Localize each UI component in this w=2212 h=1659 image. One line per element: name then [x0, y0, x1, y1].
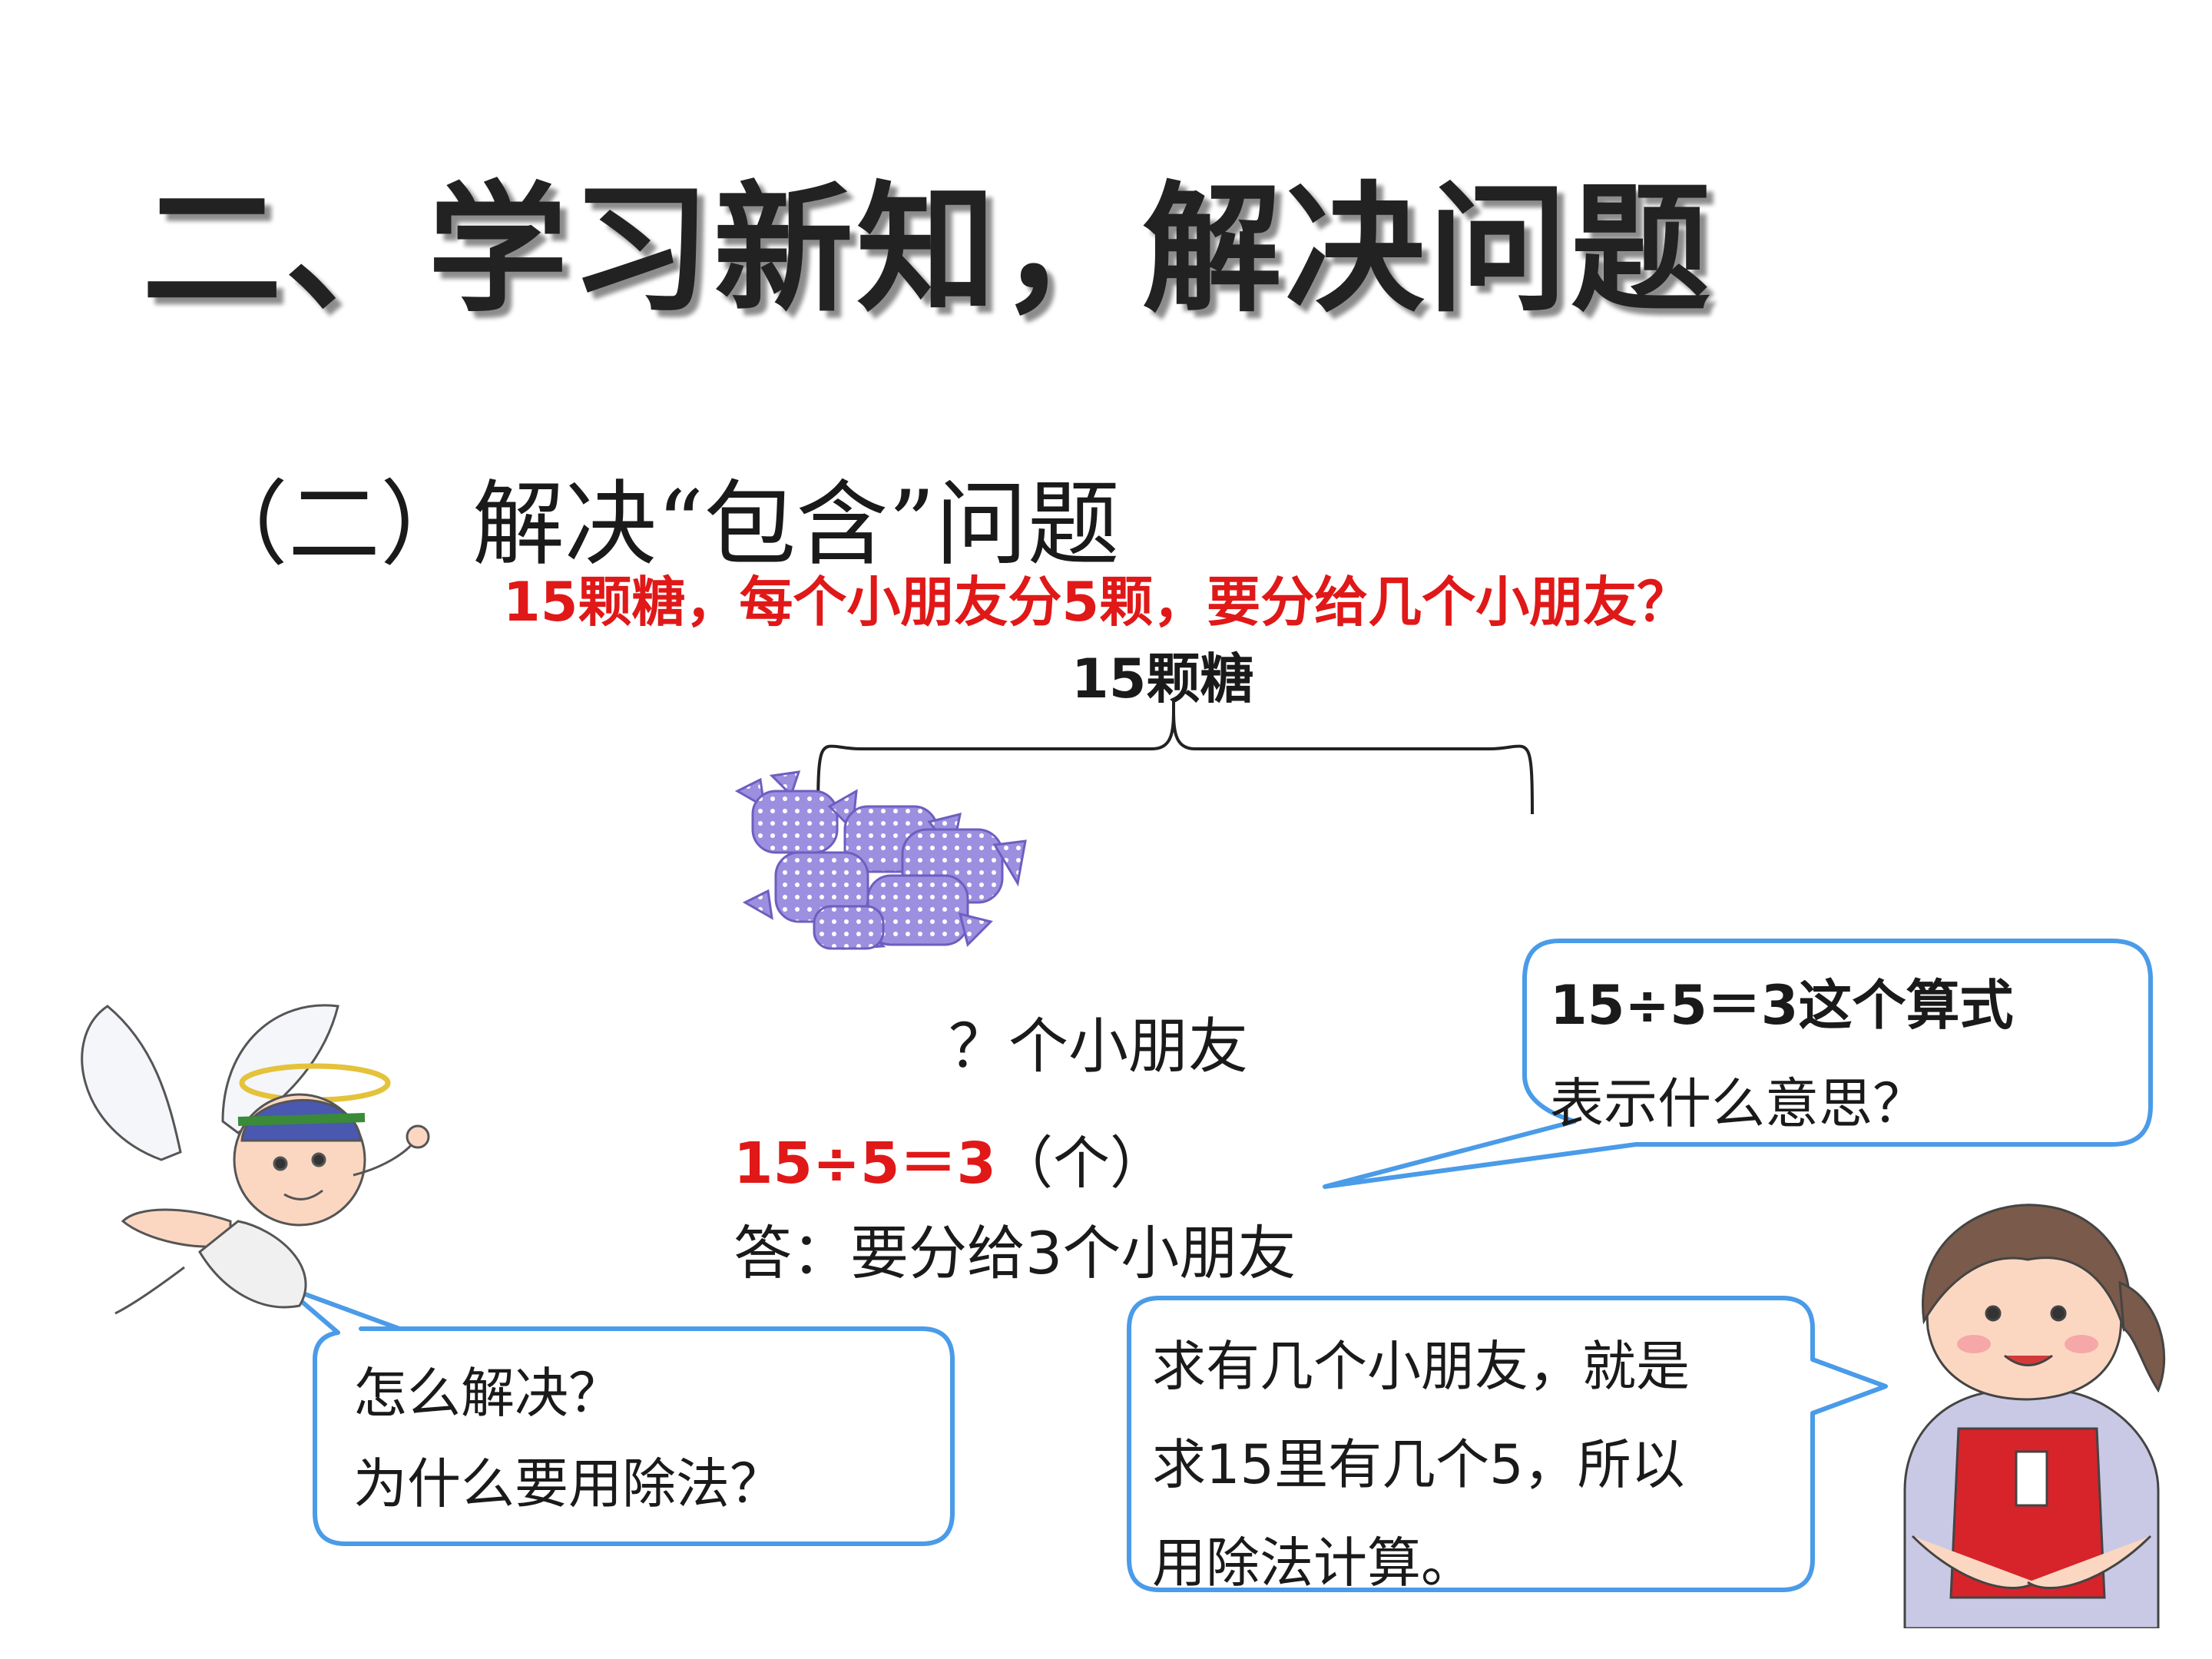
bubble-left-line1: 怎么解决？	[353, 1362, 622, 1425]
problem-statement: 15颗糖，每个小朋友分5颗，要分给几个小朋友？	[503, 571, 1691, 634]
section-title: （二）解决“包含”问题	[196, 472, 1120, 578]
equation: 15÷5＝3（个）	[733, 1118, 1167, 1200]
question-label: ？个小朋友	[949, 1012, 1249, 1081]
brace-label: 15颗糖	[1071, 647, 1254, 710]
bubble-right-text: 15÷5＝3这个算式 表示什么意思？	[1550, 956, 2013, 1153]
bubble-left-line2: 为什么要用除法？	[353, 1452, 783, 1515]
bubble-bottom-outline	[1127, 1296, 1888, 1592]
bubble-left-text: 怎么解决？ 为什么要用除法？	[353, 1348, 783, 1529]
bubble-left-outline	[282, 1284, 955, 1546]
bubble-right-line1: 15÷5＝3这个算式	[1550, 974, 2014, 1037]
bubble-right-outline	[1323, 939, 2153, 1189]
equation-unit: （个）	[995, 1131, 1167, 1197]
angel-illustration	[81, 1004, 430, 1315]
bubble-bottom-text: 求有几个小朋友，就是 求15里有几个5，所以 用除法计算。	[1152, 1317, 1690, 1612]
answer-line: 答：要分给3个小朋友	[733, 1219, 1296, 1287]
bubble-bottom-line3: 用除法计算。	[1152, 1532, 1475, 1594]
bubble-right-line2: 表示什么意思？	[1550, 1072, 1926, 1135]
page-title: 二、学习新知，解决问题	[142, 168, 1714, 331]
bubble-bottom-line2: 求15里有几个5，所以	[1152, 1433, 1685, 1496]
brace-bracket	[816, 698, 1534, 815]
candy-pile-image	[734, 770, 1027, 950]
equation-expression: 15÷5＝3	[733, 1131, 996, 1197]
bubble-bottom-line1: 求有几个小朋友，就是	[1152, 1335, 1690, 1398]
girl-illustration	[1903, 1204, 2166, 1628]
